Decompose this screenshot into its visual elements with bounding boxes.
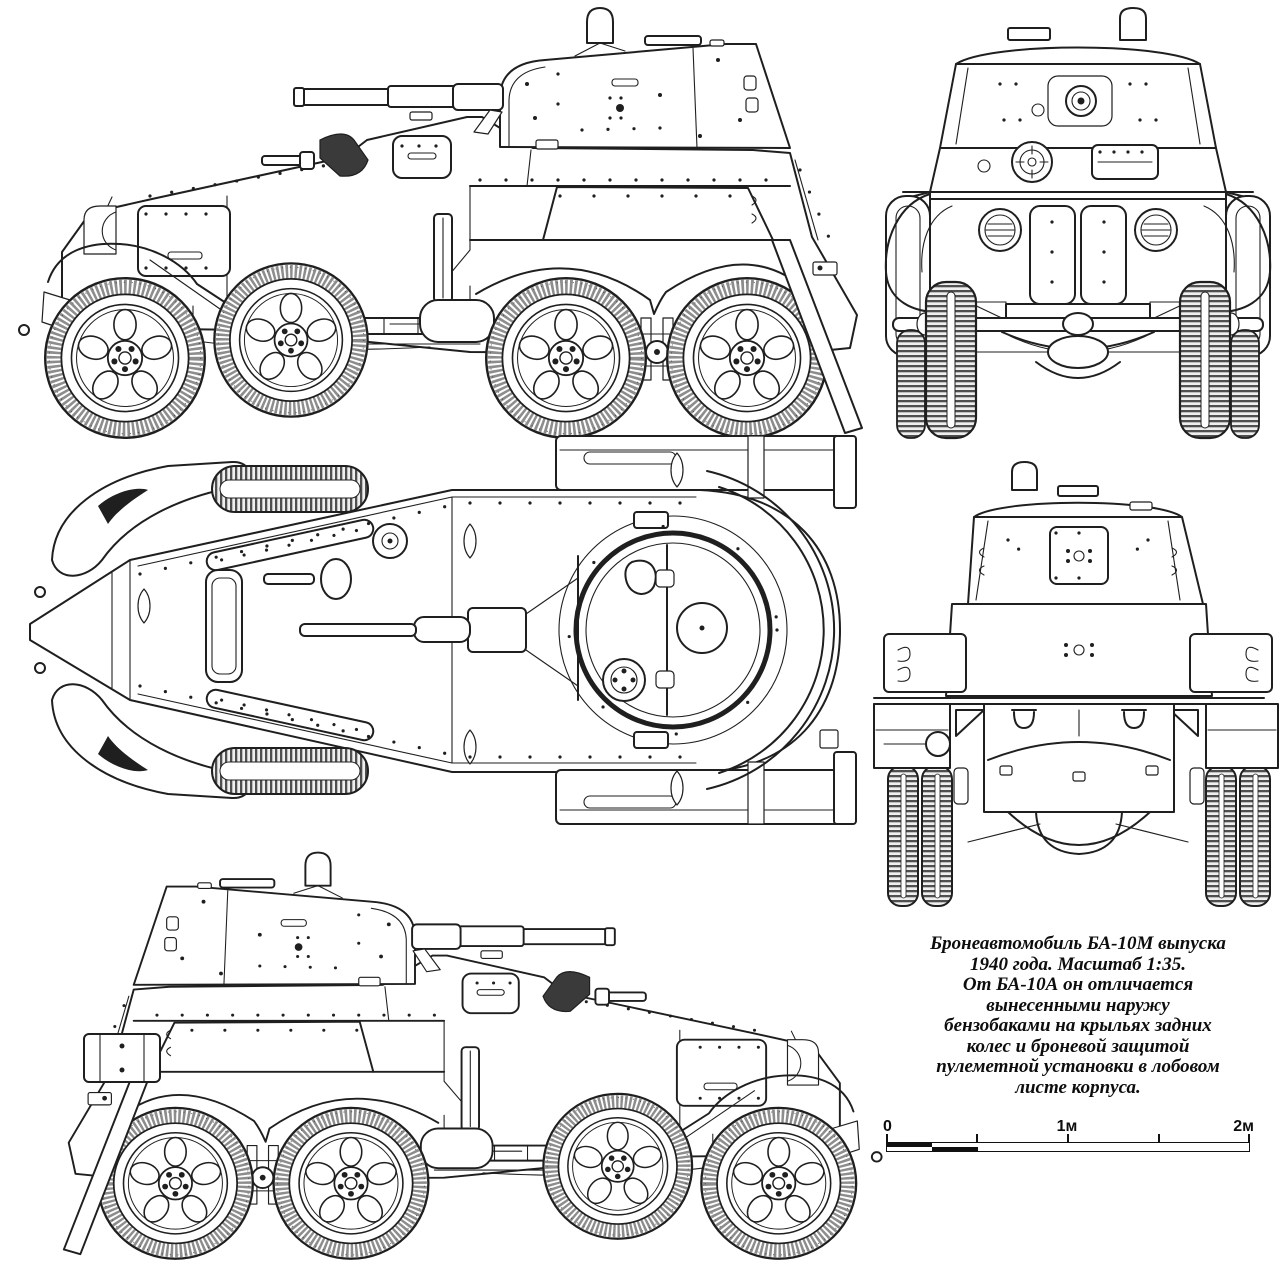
top-view xyxy=(29,435,857,825)
scale-tick xyxy=(1158,1134,1160,1143)
diff-housing xyxy=(1035,811,1123,855)
main-gun-plan xyxy=(299,607,527,653)
side-view-left xyxy=(19,8,862,438)
spare-wheel-top xyxy=(211,465,369,513)
turret-rear-plate xyxy=(1049,526,1109,585)
scale-segment-black xyxy=(887,1143,933,1147)
hatch-bolt-plate xyxy=(602,658,646,702)
scale-tick xyxy=(1067,1134,1069,1143)
caption-line: бензобаками на крыльях задних xyxy=(944,1015,1212,1036)
caption: Бронеавтомобиль БА-10М выпуска 1940 года… xyxy=(880,933,1276,1098)
caption-line: листе корпуса. xyxy=(1015,1076,1141,1098)
scale-bar-track xyxy=(886,1142,1250,1152)
scale-label-2m: 2м xyxy=(1233,1118,1254,1135)
rear-fender-top xyxy=(555,435,857,509)
rear-dual-tires xyxy=(887,765,1271,907)
scale-label-1m: 1м xyxy=(1056,1118,1078,1135)
fender-left xyxy=(884,193,947,314)
caption-line: пулеметной установки в лобовом xyxy=(936,1056,1220,1077)
turret-plan xyxy=(525,511,788,749)
fuel-tank-left xyxy=(883,633,967,693)
fender-right xyxy=(1209,193,1272,314)
caption-line: вынесенными наружу xyxy=(986,994,1170,1016)
rear-fender-fuel-tank xyxy=(83,1033,161,1083)
periscope-dome xyxy=(1011,461,1038,491)
side-view-right xyxy=(64,853,882,1259)
caption-line: 1940 года. Масштаб 1:35. xyxy=(970,953,1186,975)
hull-mg-ball xyxy=(1011,141,1053,183)
scale-tick xyxy=(886,1134,888,1143)
hull-cab xyxy=(929,147,1227,193)
front-view xyxy=(884,7,1272,440)
front-tires xyxy=(896,280,1260,440)
scale-bar: 0 1м 2м xyxy=(883,1118,1254,1160)
scale-tick xyxy=(1248,1134,1250,1143)
rear-view xyxy=(873,461,1279,907)
spare-wheel-bottom xyxy=(211,747,369,795)
caption-line: Бронеавтомобиль БА-10М выпуска xyxy=(930,933,1226,954)
driver-hatch-plan xyxy=(205,569,243,683)
fender-board-left xyxy=(873,703,951,769)
scale-segment-black xyxy=(932,1147,978,1151)
hatch-teardrop xyxy=(624,559,657,595)
periscope-dome xyxy=(1119,7,1147,41)
differential xyxy=(1047,335,1109,369)
fender-board-right xyxy=(1205,703,1279,769)
scale-tick xyxy=(976,1134,978,1143)
hull-rear-band xyxy=(945,603,1213,697)
vent-marquise xyxy=(137,588,151,624)
caption-line: От БА-10А он отличается xyxy=(962,974,1194,995)
scale-label-0: 0 xyxy=(883,1118,892,1135)
fuel-tank-right xyxy=(1189,633,1273,693)
caption-line: колес и броневой защитой xyxy=(966,1035,1190,1057)
hull-mg-plan xyxy=(263,558,352,600)
rear-fender-bottom xyxy=(555,751,857,825)
headlight-right xyxy=(1134,208,1178,252)
headlight-left xyxy=(978,208,1022,252)
rear-plate xyxy=(983,703,1175,813)
